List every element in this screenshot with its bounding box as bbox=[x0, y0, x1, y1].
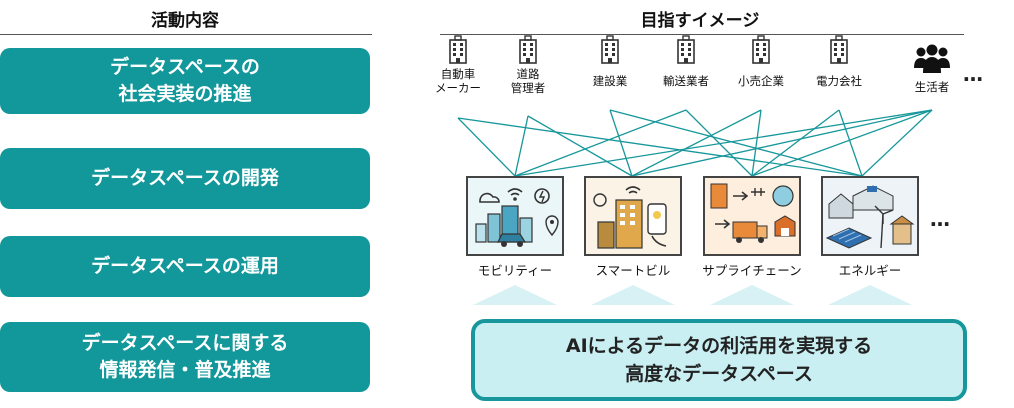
domain-supply-chain bbox=[703, 176, 801, 256]
entity-label: 電力会社 bbox=[816, 74, 862, 88]
domains-more-ellipsis: … bbox=[930, 207, 950, 231]
connector bbox=[514, 109, 687, 177]
domain-label-smart-building: スマートビル bbox=[595, 263, 671, 278]
people-icon bbox=[914, 44, 950, 73]
left-header: 活動内容 bbox=[151, 11, 219, 31]
domain-label-supply-chain: サプライチェーン bbox=[702, 263, 802, 278]
activity-line2: 情報発信・普及推進 bbox=[99, 359, 271, 381]
connector bbox=[631, 109, 762, 177]
smart-building-icon bbox=[586, 178, 680, 254]
building-icon bbox=[449, 35, 467, 64]
up-triangle bbox=[473, 285, 557, 305]
entity-road-administrator: 道路 管理者 bbox=[486, 34, 570, 95]
energy-icon bbox=[823, 178, 917, 254]
mobility-icon bbox=[468, 178, 562, 254]
entity-label: 生活者 bbox=[914, 80, 950, 94]
entity-label: 小売企業 bbox=[738, 74, 784, 88]
entity-label: 建設業 bbox=[592, 74, 628, 88]
domain-smart-building bbox=[584, 176, 682, 256]
connector bbox=[631, 109, 933, 177]
connector bbox=[514, 115, 529, 177]
platform-line2: 高度なデータスペース bbox=[625, 363, 813, 385]
entity-automaker: 自動車 メーカー bbox=[416, 34, 500, 95]
building-icon bbox=[830, 35, 848, 64]
domain-mobility bbox=[466, 176, 564, 256]
connector bbox=[609, 109, 633, 177]
activity-development: データスペースの開発 bbox=[0, 148, 370, 209]
activity-operation: データスペースの運用 bbox=[0, 236, 370, 297]
entity-consumers: 生活者 bbox=[890, 44, 974, 94]
entity-construction: 建設業 bbox=[568, 34, 652, 88]
domain-label-mobility: モビリティー bbox=[477, 263, 553, 278]
supply-chain-icon bbox=[705, 178, 799, 254]
entity-transport: 輸送業者 bbox=[644, 34, 728, 88]
activity-line1: データスペースに関する bbox=[81, 332, 289, 354]
activity-line1: データスペースの bbox=[110, 56, 260, 78]
connector bbox=[838, 109, 863, 177]
activity-outreach: データスペースに関する 情報発信・普及推進 bbox=[0, 322, 370, 392]
building-icon bbox=[677, 35, 695, 64]
entity-label: 自動車 メーカー bbox=[435, 67, 481, 95]
activity-line1: データスペースの開発 bbox=[91, 167, 279, 189]
activity-line1: データスペースの運用 bbox=[91, 255, 279, 277]
connector bbox=[751, 109, 762, 177]
entity-label: 道路 管理者 bbox=[510, 67, 546, 95]
up-triangle bbox=[710, 285, 794, 305]
activity-line2: 社会実装の推進 bbox=[118, 83, 252, 105]
entity-label: 輸送業者 bbox=[663, 74, 709, 88]
connector bbox=[609, 109, 863, 177]
data-space-platform: AIによるデータの利活用を実現する 高度なデータスペース bbox=[471, 319, 967, 401]
connector bbox=[751, 109, 840, 177]
building-icon bbox=[519, 35, 537, 64]
connector bbox=[751, 109, 933, 177]
domain-energy bbox=[821, 176, 919, 256]
connector bbox=[861, 109, 933, 177]
right-header: 目指すイメージ bbox=[640, 11, 760, 31]
building-icon bbox=[601, 35, 619, 64]
up-triangle bbox=[828, 285, 912, 305]
entities-more-ellipsis: … bbox=[963, 62, 983, 86]
platform-line1: AIによるデータの利活用を実現する bbox=[565, 335, 873, 357]
entity-power-company: 電力会社 bbox=[797, 34, 881, 88]
connector bbox=[514, 109, 933, 177]
activity-social-implementation: データスペースの 社会実装の推進 bbox=[0, 48, 370, 114]
up-triangle bbox=[591, 285, 675, 305]
connector bbox=[457, 117, 516, 177]
connector bbox=[685, 109, 753, 177]
entity-retail: 小売企業 bbox=[719, 34, 803, 88]
connector bbox=[527, 115, 633, 177]
domain-label-energy: エネルギー bbox=[838, 263, 902, 278]
building-icon bbox=[752, 35, 770, 64]
connector bbox=[457, 117, 863, 177]
left-header-rule bbox=[0, 34, 372, 35]
right-header-rule bbox=[440, 34, 964, 35]
